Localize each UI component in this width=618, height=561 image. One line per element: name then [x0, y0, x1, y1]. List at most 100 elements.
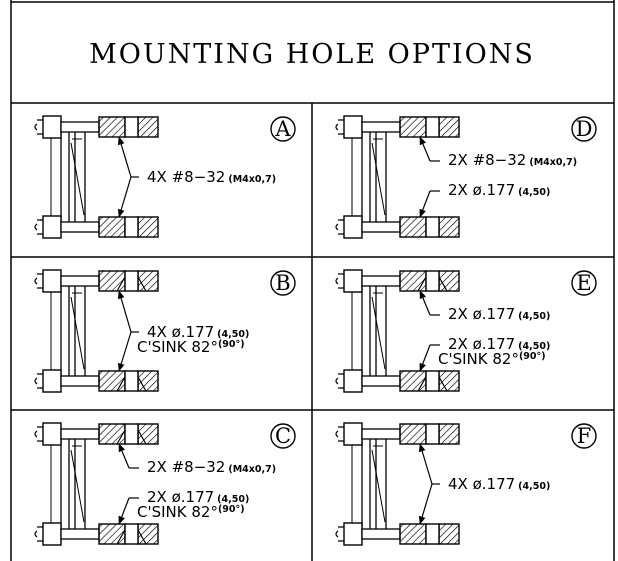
panel-a-callout-0-text: 4X #8−32(M4x0,7) [147, 168, 276, 186]
panel-a-bottom-flange-hatch-right [137, 216, 159, 238]
panel-f-leader-top [418, 443, 433, 485]
panel-a-top-flange-rail [60, 121, 100, 133]
panel-c-callout-0-text: 2X #8−32(M4x0,7) [147, 458, 276, 476]
panels: A4X #8−32(M4x0,7)D2X #8−32(M4x0,7)2X ø.1… [34, 115, 597, 546]
panel-e-top-flange-break-line [335, 273, 344, 289]
panel-d-top-flange-hatch-left [399, 116, 427, 138]
panel-b-top-flange-break-line [34, 273, 43, 289]
panel-d-letter: D [576, 117, 593, 141]
panel-c-letter-circle [270, 423, 296, 449]
panel-d-top-flange-hole [425, 116, 440, 138]
panel-e-leader-bottom [419, 344, 431, 372]
panel-b-top-flange-hole [124, 270, 139, 292]
panel-e-web [361, 277, 371, 385]
panel-f-top-flange-hole [425, 423, 440, 445]
panel-a-bottom-flange-break-line [34, 219, 43, 235]
panel-c-bottom-flange-end-block [42, 522, 62, 546]
panel-a-top-flange-hole [124, 116, 139, 138]
panel-a-web-inner [74, 125, 86, 229]
panel-c-callout-1-text: 2X ø.177(4,50) [147, 488, 249, 506]
panel-b-top-flange-rail [60, 275, 100, 287]
panel-b-callout-0-text: 4X ø.177(4,50) [147, 323, 249, 341]
panel-d-top-flange-break-line [335, 119, 344, 135]
panel-f-top-flange-hatch-right [438, 423, 460, 445]
panel-d-web-inner [375, 125, 387, 229]
panel-b-bottom-flange-end-block [42, 369, 62, 393]
panel-d-bottom-flange-break-line [335, 219, 344, 235]
panel-a-top-flange-end-block [42, 115, 62, 139]
panel-a-leader-bottom [117, 176, 132, 218]
panel-e-leader-top [419, 290, 431, 316]
panel-f-top-flange-hatch-left [399, 423, 427, 445]
panel-c-top-flange-hole [124, 423, 139, 445]
panel-d-bottom-flange-hatch-right [438, 216, 460, 238]
panel-e-top-flange-hatch-right [438, 270, 460, 292]
panel-c-bottom-flange-hatch-right [137, 523, 159, 545]
panel-d-leader-top [419, 136, 431, 162]
panel-e-top-flange-countersink [417, 276, 448, 292]
panel-b-web [60, 277, 70, 385]
panel-f: F4X ø.177(4,50) [335, 422, 597, 546]
panel-e-bottom-flange-break-line [335, 373, 344, 389]
panel-c-leader-bottom [118, 497, 130, 525]
panel-d-letter-circle [571, 116, 597, 142]
panel-b-top-flange-hatch-right [137, 270, 159, 292]
panel-a-bottom-flange-end-block [42, 215, 62, 239]
panel-a-top-flange-hatch-right [137, 116, 159, 138]
panel-b-leader-bottom [118, 331, 132, 372]
panel-b-web-inner [74, 279, 86, 383]
panel-e-callout-1-text: 2X ø.177(4,50) [448, 335, 550, 353]
panel-e-bottom-flange-hatch-right [438, 370, 460, 392]
panel-d: D2X #8−32(M4x0,7)2X ø.177(4,50) [335, 115, 597, 239]
panel-d-top-flange-hatch-right [438, 116, 460, 138]
panel-f-bottom-flange-end-block [343, 522, 363, 546]
panel-b-letter: B [275, 271, 290, 295]
panel-f-web-inner [375, 432, 387, 536]
panel-c-leader-top [118, 443, 130, 469]
panel-f-diagonal [371, 445, 386, 523]
panel-f-web [361, 430, 371, 538]
panel-a-top-flange-hatch-left [98, 116, 126, 138]
panel-b-top-flange-end-block [42, 269, 62, 293]
panel-c-web [60, 430, 70, 538]
panel-c-web-inner [74, 432, 86, 536]
panel-e-callout-1-text-line2: C'SINK 82°(90°) [438, 350, 546, 368]
panel-e-bottom-flange-hole [425, 370, 440, 392]
panel-c-top-flange-end-block [42, 422, 62, 446]
panel-b-letter-circle [270, 270, 296, 296]
panel-e-top-flange-end-block [343, 269, 363, 293]
panel-c-bottom-flange-hole [124, 523, 139, 545]
panel-b-leader-top [117, 290, 132, 333]
panel-d-bottom-flange-end-block [343, 215, 363, 239]
panel-f-letter-circle [571, 423, 597, 449]
panel-d-top-flange-rail [361, 121, 401, 133]
panel-e: E2X ø.177(4,50)2X ø.177(4,50)C'SINK 82°(… [335, 269, 597, 393]
panel-b: B4X ø.177(4,50)C'SINK 82°(90°) [34, 269, 296, 393]
panel-e-diagonal [371, 292, 386, 370]
panel-a-letter-circle [270, 116, 296, 142]
panel-d-web [361, 123, 371, 231]
panel-b-top-flange-hatch-left [98, 270, 126, 292]
panel-f-bottom-flange-break-line [335, 526, 344, 542]
panel-e-bottom-flange-rail [361, 375, 401, 387]
panel-b-bottom-flange-hatch-right [137, 370, 159, 392]
panel-e-top-flange-rail [361, 275, 401, 287]
panel-c-top-flange-rail [60, 428, 100, 440]
panel-e-bottom-flange-countersink [417, 376, 448, 392]
panel-c-top-flange-countersink [116, 429, 147, 445]
panel-f-bottom-flange-hatch-left [399, 523, 427, 545]
panel-e-web-inner [375, 279, 387, 383]
panel-d-diagonal [371, 138, 386, 216]
panel-f-callout-0-text: 4X ø.177(4,50) [448, 475, 550, 493]
panel-c-callout-1-text-line2: C'SINK 82°(90°) [137, 503, 245, 521]
panel-e-top-flange-hatch-left [399, 270, 427, 292]
panel-f-top-flange-rail [361, 428, 401, 440]
panel-f-bottom-flange-rail [361, 528, 401, 540]
panel-b-top-flange-countersink [116, 276, 147, 292]
panel-c-bottom-flange-rail [60, 528, 100, 540]
panel-d-top-flange-end-block [343, 115, 363, 139]
panel-d-callout-0-text: 2X #8−32(M4x0,7) [448, 151, 577, 169]
page-title: MOUNTING HOLE OPTIONS [89, 39, 535, 70]
panel-e-letter-circle [571, 270, 597, 296]
